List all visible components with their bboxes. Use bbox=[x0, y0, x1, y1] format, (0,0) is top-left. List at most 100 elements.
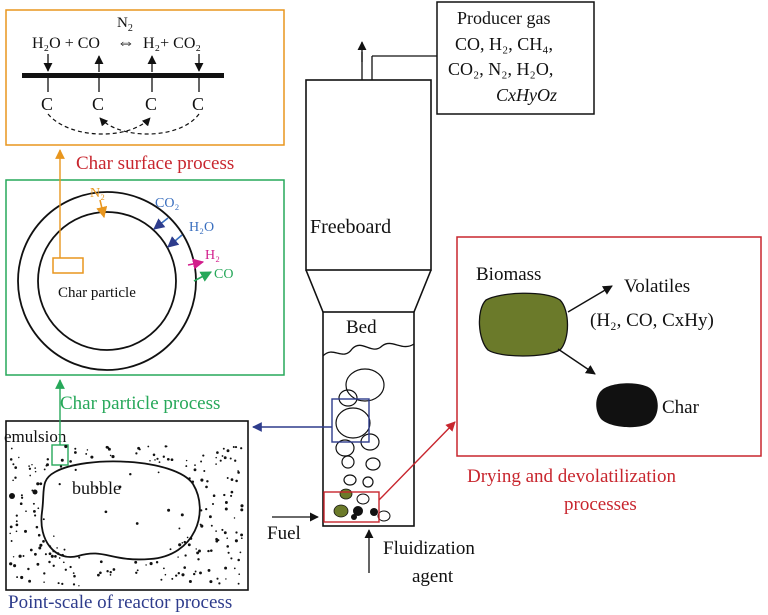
emulsion-particle bbox=[240, 537, 243, 540]
producer-gas-title: Producer gas bbox=[457, 8, 550, 28]
emulsion-particle bbox=[234, 459, 237, 462]
emulsion-particle bbox=[223, 456, 227, 460]
emulsion-particle bbox=[237, 558, 240, 562]
emulsion-particle bbox=[69, 460, 72, 463]
char-particle-box bbox=[5, 179, 285, 376]
gas-h2-arrow bbox=[187, 258, 205, 270]
emulsion-particle bbox=[62, 561, 65, 564]
emulsion-particle bbox=[234, 446, 238, 449]
emulsion-particle bbox=[74, 468, 77, 471]
freeboard-section bbox=[305, 79, 432, 271]
emulsion-particle bbox=[129, 472, 132, 476]
emulsion-particle bbox=[78, 585, 80, 587]
emulsion-particle bbox=[137, 446, 141, 450]
gas-n2-arrow bbox=[96, 199, 108, 219]
emulsion-particle bbox=[9, 458, 13, 461]
emulsion-particle bbox=[59, 465, 63, 468]
emulsion-particle bbox=[230, 557, 233, 560]
emulsion-particle bbox=[15, 520, 18, 523]
emulsion-particle bbox=[225, 578, 227, 580]
emulsion-particle bbox=[200, 509, 203, 512]
emulsion-particle bbox=[224, 566, 228, 570]
emulsion-particle bbox=[78, 556, 81, 559]
gas-h2o-label: H₂O bbox=[189, 220, 214, 235]
emulsion-particle bbox=[240, 447, 243, 450]
emulsion-particle bbox=[95, 486, 98, 490]
emulsion-particle bbox=[15, 523, 19, 527]
fluidization-label-line2: agent bbox=[412, 566, 454, 587]
emulsion-particle bbox=[29, 548, 33, 552]
bed-bubbles bbox=[335, 368, 385, 488]
emulsion-particle bbox=[97, 573, 100, 577]
bubble-shape bbox=[341, 455, 355, 469]
emulsion-particle bbox=[111, 455, 115, 459]
freeboard-label: Freeboard bbox=[310, 216, 391, 238]
emulsion-particle bbox=[221, 528, 224, 531]
emulsion-particle bbox=[56, 547, 58, 549]
emulsion-particle bbox=[152, 453, 156, 457]
char-surface-box bbox=[5, 9, 285, 146]
emulsion-particle bbox=[193, 572, 196, 576]
emulsion-particle bbox=[37, 507, 40, 510]
producer-gas-line4: CxHyOz bbox=[496, 85, 557, 105]
point-scale-panel: emulsion bubble bbox=[4, 379, 249, 591]
emulsion-particle bbox=[35, 525, 39, 529]
bubble-shape bbox=[345, 368, 385, 402]
emulsion-particle bbox=[33, 510, 36, 513]
emulsion-particle bbox=[72, 583, 76, 586]
devol-title-line2: processes bbox=[564, 494, 637, 515]
biomass-particle bbox=[478, 292, 569, 357]
emulsion-particle bbox=[235, 531, 238, 534]
emulsion-particle bbox=[149, 460, 151, 462]
emulsion-particle bbox=[226, 537, 228, 539]
char-particle-outer-circle bbox=[17, 191, 197, 371]
devol-panel: Biomass Volatiles (H₂, CO, CxHy) Char bbox=[456, 236, 762, 457]
emulsion-particle bbox=[12, 556, 15, 558]
emulsion-particle bbox=[39, 543, 43, 547]
emulsion-particle bbox=[181, 541, 184, 544]
emulsion-particle bbox=[57, 582, 60, 585]
emulsion-particle bbox=[42, 540, 45, 543]
gas-h2o-arrow bbox=[167, 234, 183, 248]
bed-zoom-marker bbox=[331, 398, 370, 443]
emulsion-particle bbox=[20, 496, 24, 499]
emulsion-particle bbox=[186, 536, 189, 539]
emulsion-particle bbox=[169, 548, 172, 551]
bubble-shape bbox=[365, 457, 381, 471]
emulsion-particle bbox=[44, 553, 47, 556]
emulsion-particle bbox=[210, 549, 213, 552]
emulsion-particle bbox=[207, 549, 210, 553]
emulsion-particle bbox=[177, 572, 180, 575]
emulsion-particle bbox=[223, 531, 227, 535]
emulsion-particle bbox=[58, 483, 61, 486]
emulsion-particle bbox=[136, 569, 139, 572]
emulsion-particle bbox=[198, 549, 201, 553]
char-particle-dot bbox=[351, 514, 357, 520]
bubble-shape bbox=[377, 510, 391, 522]
emulsion-particle bbox=[166, 457, 170, 461]
emulsion-particle bbox=[50, 554, 54, 558]
bubble-shape bbox=[338, 389, 358, 407]
emulsion-particle bbox=[13, 564, 17, 568]
emulsion-particle bbox=[184, 554, 187, 557]
bubble-shape bbox=[362, 476, 374, 488]
emulsion-particle bbox=[175, 574, 178, 577]
emulsion-particle bbox=[36, 482, 40, 486]
char-particle-title: Char particle process bbox=[60, 393, 220, 414]
emulsion-particle bbox=[171, 577, 174, 580]
emulsion-particle bbox=[235, 479, 238, 483]
emulsion-particle bbox=[118, 485, 122, 489]
emulsion-particle bbox=[12, 479, 14, 482]
emulsion-particle bbox=[205, 485, 208, 489]
emulsion-particle bbox=[230, 478, 234, 481]
emulsion-particle bbox=[226, 477, 229, 479]
emulsion-particle bbox=[86, 449, 89, 451]
emulsion-particle bbox=[99, 571, 102, 575]
emulsion-particle bbox=[32, 489, 38, 495]
emulsion-particle bbox=[53, 535, 55, 537]
emulsion-particle bbox=[34, 552, 37, 556]
emulsion-particle bbox=[9, 525, 13, 529]
emulsion-particle bbox=[183, 540, 187, 544]
producer-gas-panel: Producer gas CO, H₂, CH₄, CO₂, N₂, H₂O, … bbox=[436, 1, 595, 115]
emulsion-particle bbox=[29, 474, 32, 477]
